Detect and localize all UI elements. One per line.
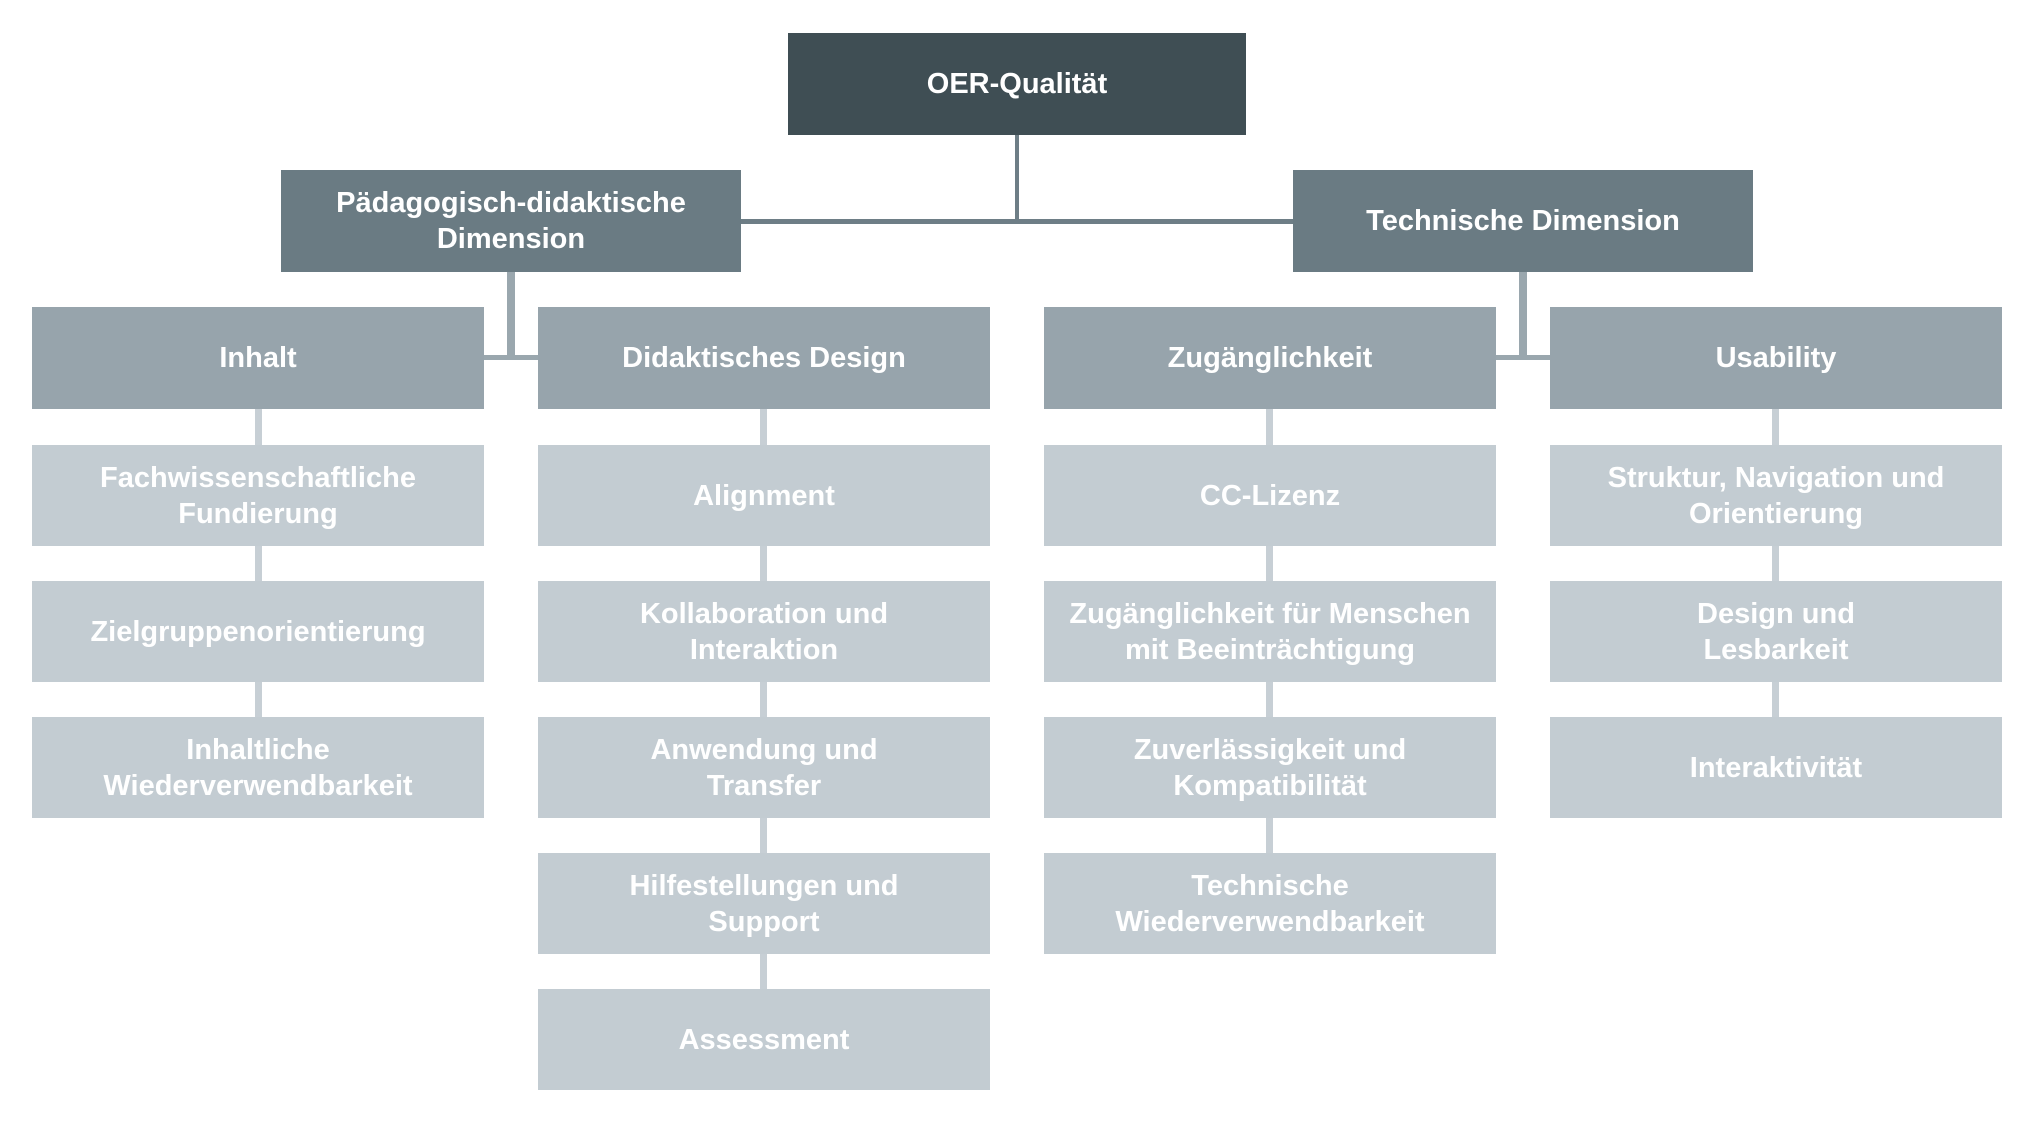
node-oer-qualitaet: OER-Qualität (788, 33, 1246, 135)
node-zuverlaessigkeit-und-kompatibilitaet: Zuverlässigkeit und Kompatibilität (1044, 717, 1496, 818)
node-usability: Usability (1550, 307, 2002, 409)
node-paedagogisch-didaktische-dimension: Pädagogisch-didaktische Dimension (281, 170, 741, 272)
node-didaktisches-design: Didaktisches Design (538, 307, 990, 409)
connector-zugaenglichkeit-usability-stub (1496, 355, 1550, 360)
node-zugaenglichkeit: Zugänglichkeit (1044, 307, 1496, 409)
connector-col3-item2-item3 (1266, 682, 1273, 717)
node-anwendung-und-transfer: Anwendung und Transfer (538, 717, 990, 818)
node-zugaenglichkeit-fuer-menschen: Zugänglichkeit für Menschen mit Beeinträ… (1044, 581, 1496, 682)
node-assessment: Assessment (538, 989, 990, 1090)
node-struktur-navigation-orientierung: Struktur, Navigation und Orientierung (1550, 445, 2002, 546)
connector-paedagogisch-vertical (507, 272, 515, 360)
connector-col2-header-item1 (760, 409, 767, 445)
connector-col3-item1-item2 (1266, 546, 1273, 581)
node-alignment: Alignment (538, 445, 990, 546)
connector-col2-item1-item2 (760, 546, 767, 581)
connector-inhalt-didaktisch-stub (484, 355, 538, 360)
node-fachwissenschaftliche-fundierung: Fachwissenschaftliche Fundierung (32, 445, 484, 546)
connector-col2-item2-item3 (760, 682, 767, 717)
node-interaktivitaet: Interaktivität (1550, 717, 2002, 818)
node-technische-wiederverwendbarkeit: Technische Wiederverwendbarkeit (1044, 853, 1496, 954)
node-technische-dimension: Technische Dimension (1293, 170, 1753, 272)
connector-col1-item1-item2 (255, 546, 262, 581)
connector-dimensions-horizontal (741, 219, 1293, 224)
connector-col3-header-item1 (1266, 409, 1273, 445)
node-zielgruppenorientierung: Zielgruppenorientierung (32, 581, 484, 682)
connector-col3-item3-item4 (1266, 818, 1273, 853)
node-design-und-lesbarkeit: Design und Lesbarkeit (1550, 581, 2002, 682)
connector-technisch-vertical (1519, 272, 1527, 360)
connector-col1-item2-item3 (255, 682, 262, 717)
connector-col4-item1-item2 (1772, 546, 1779, 581)
node-hilfestellungen-und-support: Hilfestellungen und Support (538, 853, 990, 954)
node-inhalt: Inhalt (32, 307, 484, 409)
node-kollaboration-und-interaktion: Kollaboration und Interaktion (538, 581, 990, 682)
connector-root-vertical (1015, 135, 1019, 223)
node-cc-lizenz: CC-Lizenz (1044, 445, 1496, 546)
connector-col4-header-item1 (1772, 409, 1779, 445)
connector-col1-header-item1 (255, 409, 262, 445)
node-inhaltliche-wiederverwendbarkeit: Inhaltliche Wiederverwendbarkeit (32, 717, 484, 818)
connector-col2-item3-item4 (760, 818, 767, 853)
connector-col2-item4-item5 (760, 954, 767, 989)
connector-col4-item2-item3 (1772, 682, 1779, 717)
